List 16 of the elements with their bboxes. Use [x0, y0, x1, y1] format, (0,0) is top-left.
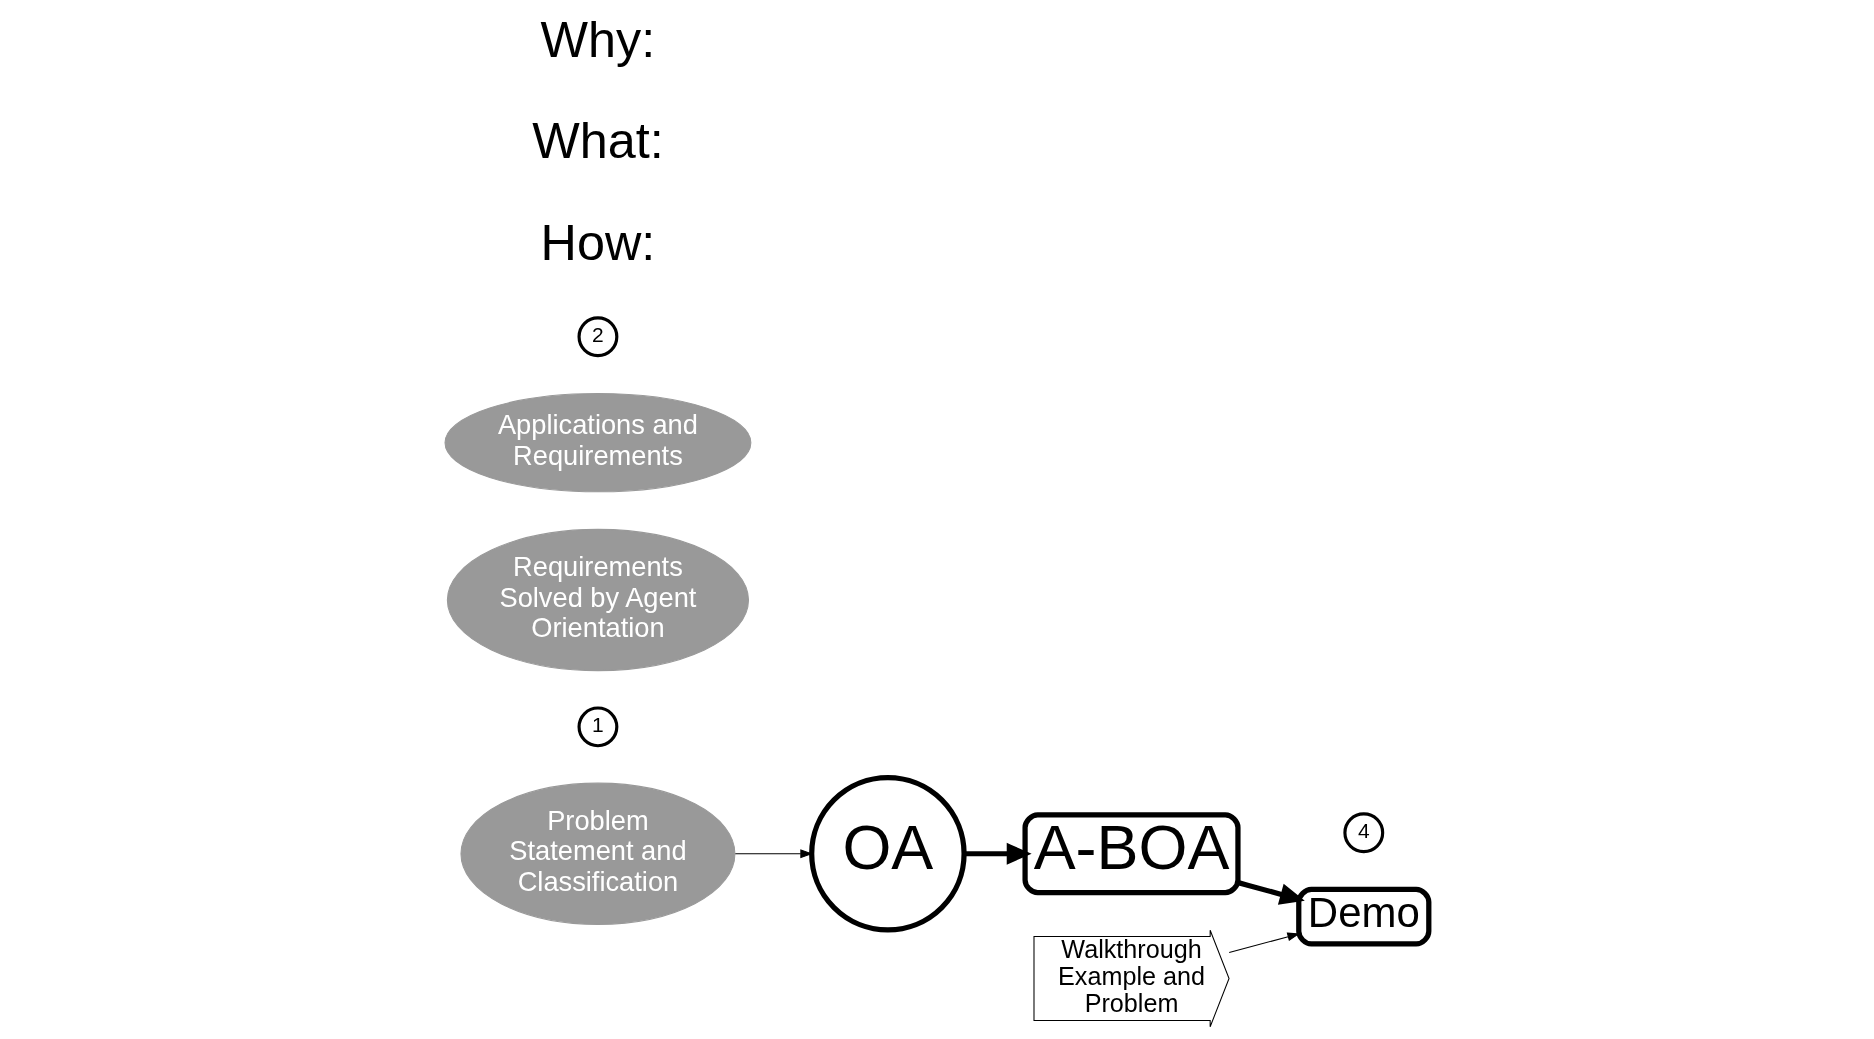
node-box: Demo: [1296, 886, 1432, 947]
arrow: [1228, 932, 1300, 954]
node-label: 2: [592, 323, 604, 347]
arrow: [734, 849, 813, 859]
label: Why:: [540, 10, 656, 68]
node-ellipse: Applications and Requirements: [444, 393, 752, 493]
node-circle: OA: [809, 774, 967, 933]
node-ellipse: Problem Statement and Classification: [460, 782, 736, 925]
arrow: [1237, 880, 1305, 905]
label: What:: [532, 112, 664, 170]
node-ellipse: Requirements Solved by Agent Orientation: [446, 528, 750, 672]
arrow: [964, 842, 1032, 865]
node-label: 1: [592, 713, 604, 737]
label: How:: [540, 214, 656, 272]
node-box: A-BOA: [1022, 812, 1241, 896]
node-label: 4: [1357, 819, 1370, 843]
